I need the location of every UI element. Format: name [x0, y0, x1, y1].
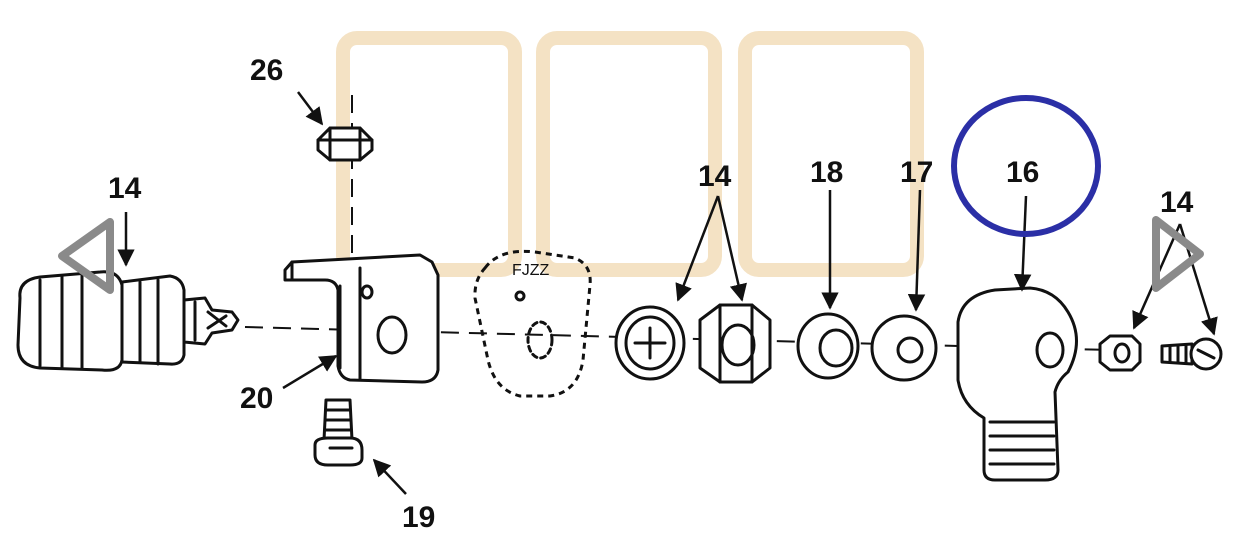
washer-18 [796, 312, 860, 380]
dashed-plate: FJZZ [473, 249, 592, 398]
connector-cap [956, 286, 1078, 482]
callout-14-left: 14 [108, 172, 142, 205]
callout-17: 17 [900, 156, 933, 189]
callout-14-pair: 14 [698, 160, 732, 193]
callout-19: 19 [402, 501, 435, 534]
hex-nut-pair [698, 303, 772, 384]
phillips-washer [614, 305, 686, 381]
screw [313, 398, 364, 467]
sensor-body [16, 270, 240, 372]
small-screw-right [1160, 337, 1223, 371]
highlight-circle [951, 95, 1101, 237]
nav-right-icon[interactable] [1152, 216, 1204, 292]
callout-16: 16 [1006, 156, 1039, 189]
hex-nut [316, 126, 374, 162]
plate-marking: FJZZ [512, 262, 550, 279]
callout-26: 26 [250, 54, 283, 87]
nav-left-icon[interactable] [58, 218, 114, 294]
callout-20: 20 [240, 382, 273, 415]
mounting-bracket [283, 253, 440, 384]
callout-14-right: 14 [1160, 186, 1194, 219]
small-nut-right [1098, 334, 1142, 372]
washer-17 [870, 314, 938, 382]
callout-18: 18 [810, 156, 843, 189]
